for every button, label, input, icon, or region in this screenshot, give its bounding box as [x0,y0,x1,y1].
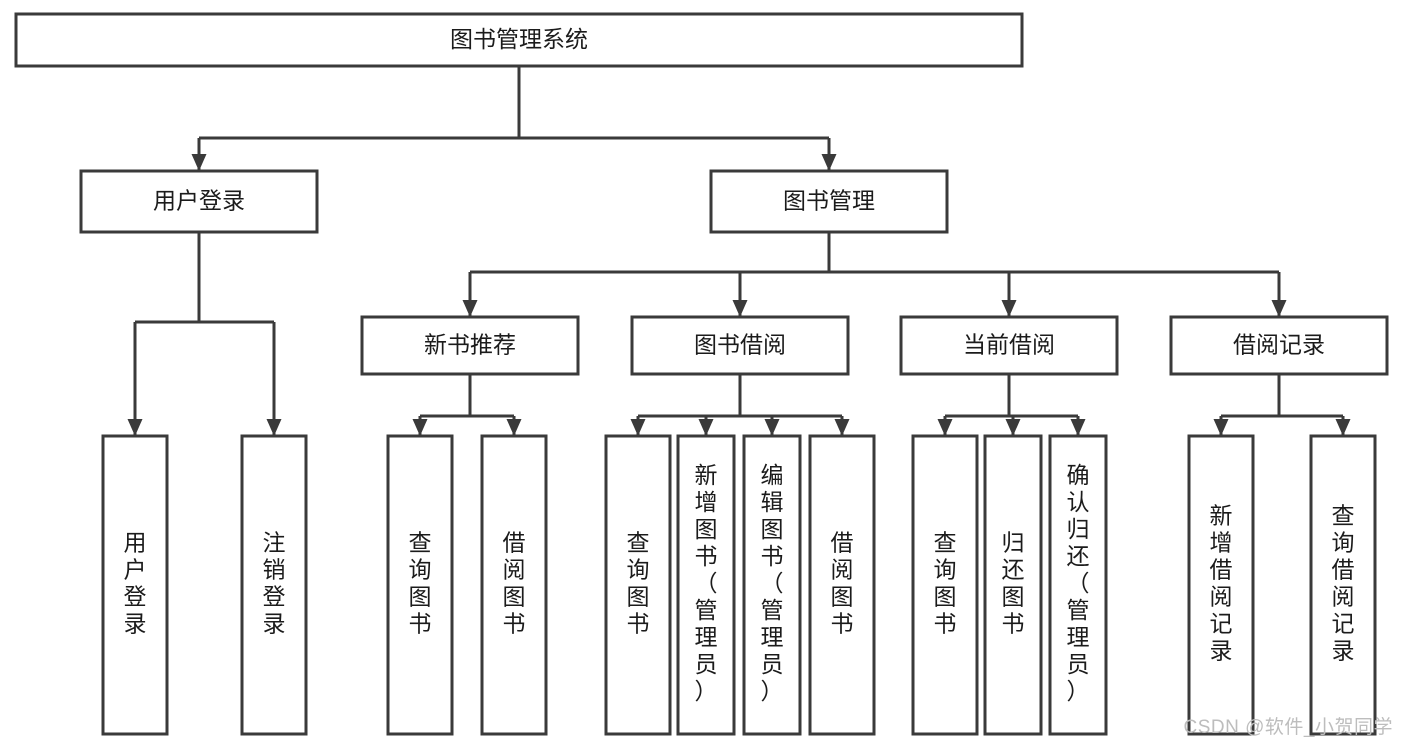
edge-group-borrow-record [1213,374,1351,436]
node-box-leaf-borrow-book-1 [480,434,548,736]
node-current-borrow[interactable]: 当前借阅 [899,315,1119,376]
node-leaf-query-record[interactable]: 查询借阅记录 [1309,434,1377,736]
edge-arrowhead [1271,300,1287,317]
edge-arrowhead [462,300,478,317]
node-book-borrow[interactable]: 图书借阅 [630,315,850,376]
node-box-leaf-user-login [101,434,169,736]
node-leaf-user-login[interactable]: 用户登录 [101,434,169,736]
edge-group-current-borrow [937,374,1086,436]
node-leaf-add-book[interactable]: 新增图书（管理员） [676,434,736,736]
node-box-leaf-borrow-book-2 [808,434,876,736]
node-borrow-record[interactable]: 借阅记录 [1169,315,1389,376]
edge-arrowhead [1001,300,1017,317]
node-label-leaf-borrow-book-2: 借阅图书 [831,530,854,637]
edge-arrowhead [1005,419,1021,436]
node-label-leaf-query-record: 查询借阅记录 [1332,503,1355,664]
edge-arrowhead [266,419,282,436]
edge-arrowhead [1213,419,1229,436]
edge-arrowhead [732,300,748,317]
node-box-leaf-edit-book [742,434,802,736]
node-box-borrow-record [1169,315,1389,376]
edge-arrowhead [937,419,953,436]
node-label-leaf-user-login: 用户登录 [124,530,147,637]
edge-arrowhead [127,419,143,436]
node-box-leaf-query-book-2 [604,434,672,736]
node-leaf-query-book-3[interactable]: 查询图书 [911,434,979,736]
edge-arrowhead [412,419,428,436]
node-label-leaf-add-book: 新增图书（管理员） [695,462,718,704]
node-user-login[interactable]: 用户登录 [79,169,319,234]
edge-arrowhead [1070,419,1086,436]
node-box-current-borrow [899,315,1119,376]
node-box-leaf-add-record [1187,434,1255,736]
node-box-book-borrow [630,315,850,376]
node-label-leaf-borrow-book-1: 借阅图书 [503,530,526,637]
edges-layer [127,66,1351,436]
node-label-root: 图书管理系统 [450,26,588,52]
node-box-user-login [79,169,319,234]
node-label-leaf-query-book-3: 查询图书 [934,530,957,637]
edge-group-new-book-recommend [412,374,522,436]
node-label-book-borrow: 图书借阅 [694,332,786,358]
node-book-manage[interactable]: 图书管理 [709,169,949,234]
edge-arrowhead [834,419,850,436]
node-label-book-manage: 图书管理 [783,188,875,214]
node-label-leaf-add-record: 新增借阅记录 [1210,503,1233,664]
node-leaf-borrow-book-1[interactable]: 借阅图书 [480,434,548,736]
edge-group-book-manage [462,232,1287,317]
node-label-new-book-recommend: 新书推荐 [424,332,516,358]
nodes-layer: 图书管理系统用户登录图书管理新书推荐图书借阅当前借阅借阅记录用户登录注销登录查询… [14,12,1389,736]
node-box-root [14,12,1024,68]
node-leaf-return-book[interactable]: 归还图书 [983,434,1043,736]
node-leaf-add-record[interactable]: 新增借阅记录 [1187,434,1255,736]
edge-group-root [191,66,837,171]
node-box-leaf-return-book [983,434,1043,736]
node-leaf-user-logout[interactable]: 注销登录 [240,434,308,736]
edge-arrowhead [191,154,207,171]
node-box-leaf-confirm-return [1048,434,1108,736]
node-label-leaf-query-book-2: 查询图书 [627,530,650,637]
watermark-label: CSDN @软件_小贺同学 [1183,717,1393,738]
node-leaf-borrow-book-2[interactable]: 借阅图书 [808,434,876,736]
edge-arrowhead [764,419,780,436]
node-new-book-recommend[interactable]: 新书推荐 [360,315,580,376]
node-box-book-manage [709,169,949,234]
node-box-leaf-query-book-3 [911,434,979,736]
edge-arrowhead [506,419,522,436]
node-label-leaf-edit-book: 编辑图书（管理员） [761,462,784,704]
node-label-leaf-query-book-1: 查询图书 [409,530,432,637]
node-leaf-confirm-return[interactable]: 确认归还（管理员） [1048,434,1108,736]
edge-arrowhead [1335,419,1351,436]
node-label-leaf-return-book: 归还图书 [1002,530,1025,637]
node-leaf-query-book-2[interactable]: 查询图书 [604,434,672,736]
node-box-new-book-recommend [360,315,580,376]
edge-arrowhead [698,419,714,436]
node-box-leaf-query-record [1309,434,1377,736]
edge-arrowhead [821,154,837,171]
node-label-leaf-confirm-return: 确认归还（管理员） [1067,462,1090,704]
node-label-leaf-user-logout: 注销登录 [263,530,286,637]
node-box-leaf-user-logout [240,434,308,736]
node-label-user-login: 用户登录 [153,188,245,214]
node-root[interactable]: 图书管理系统 [14,12,1024,68]
edge-arrowhead [630,419,646,436]
node-label-current-borrow: 当前借阅 [963,332,1055,358]
node-leaf-query-book-1[interactable]: 查询图书 [386,434,454,736]
node-box-leaf-query-book-1 [386,434,454,736]
node-box-leaf-add-book [676,434,736,736]
edge-group-user-login [127,232,282,436]
node-label-borrow-record: 借阅记录 [1233,332,1325,358]
edge-group-book-borrow [630,374,850,436]
node-leaf-edit-book[interactable]: 编辑图书（管理员） [742,434,802,736]
